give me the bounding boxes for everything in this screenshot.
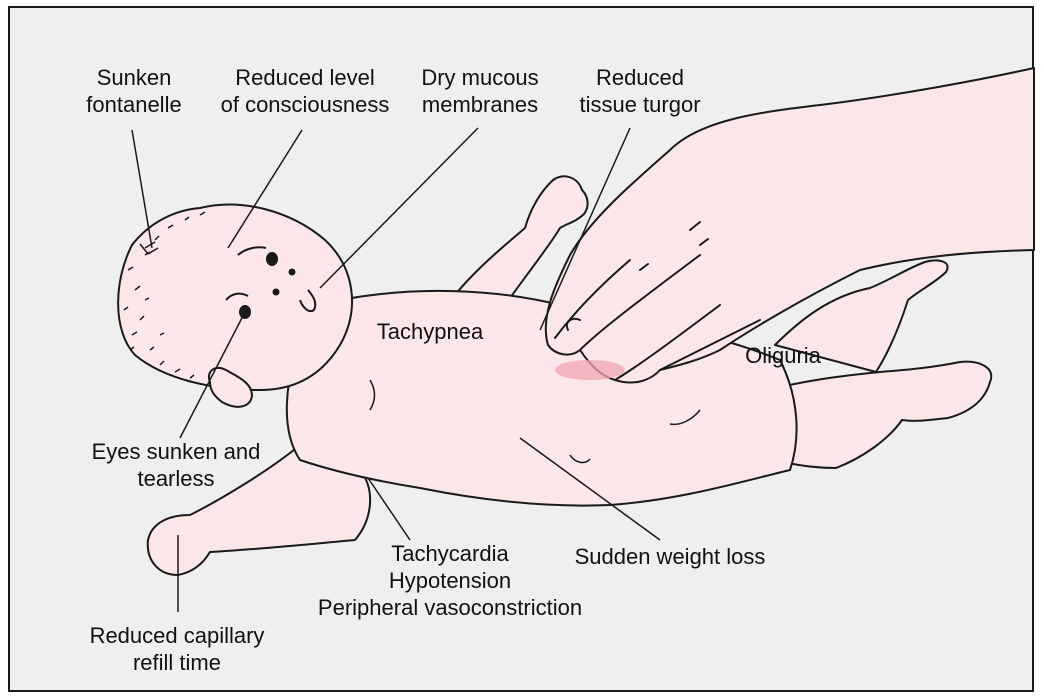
label-line: membranes (410, 91, 550, 118)
label-line: Reduced capillary (62, 622, 292, 649)
label-line: Oliguria (728, 342, 838, 369)
label-sunken-fontanelle: Sunken fontanelle (82, 64, 186, 118)
label-reduced-consciousness: Reduced level of consciousness (200, 64, 410, 118)
skin-pinch-highlight (555, 360, 625, 380)
label-line: tissue turgor (565, 91, 715, 118)
infant-eye-upper (267, 253, 277, 265)
label-line: Peripheral vasoconstriction (290, 594, 610, 621)
label-line: Eyes sunken and (66, 438, 286, 465)
label-line: of consciousness (200, 91, 410, 118)
label-line: tearless (66, 465, 286, 492)
label-tachypnea: Tachypnea (360, 318, 500, 345)
label-line: Sudden weight loss (555, 543, 785, 570)
label-line: Tachypnea (360, 318, 500, 345)
label-dry-mucous-membranes: Dry mucous membranes (410, 64, 550, 118)
label-line: Dry mucous (410, 64, 550, 91)
leader-cardio (368, 478, 410, 540)
label-line: refill time (62, 649, 292, 676)
label-oliguria: Oliguria (728, 342, 838, 369)
label-line: fontanelle (82, 91, 186, 118)
label-capillary-refill: Reduced capillary refill time (62, 622, 292, 676)
label-line: Reduced level (200, 64, 410, 91)
label-line: Hypotension (290, 567, 610, 594)
leader-mucous (320, 128, 478, 288)
infant-head (118, 205, 352, 390)
leader-fontanelle (132, 130, 152, 248)
label-eyes-sunken: Eyes sunken and tearless (66, 438, 286, 492)
label-line: Sunken (82, 64, 186, 91)
label-line: Reduced (565, 64, 715, 91)
infant-nostril (290, 270, 295, 275)
label-sudden-weight-loss: Sudden weight loss (555, 543, 785, 570)
label-reduced-tissue-turgor: Reduced tissue turgor (565, 64, 715, 118)
